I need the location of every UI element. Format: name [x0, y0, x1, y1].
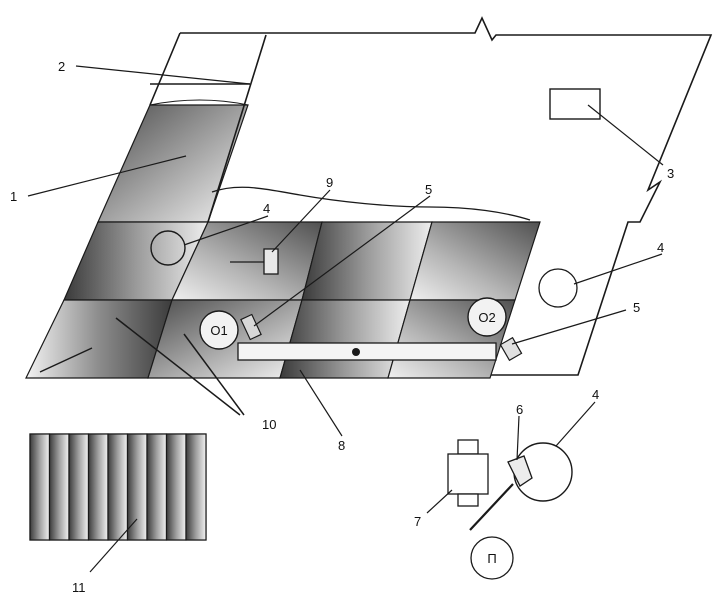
marker-o2: O2	[467, 297, 507, 337]
box-3	[549, 88, 601, 120]
label-4-right: 4	[657, 240, 664, 255]
label-9: 9	[326, 175, 333, 190]
label-2: 2	[58, 59, 65, 74]
wavy-boundary	[211, 186, 531, 221]
sensor-5-right	[499, 336, 523, 362]
circle-4-right	[538, 268, 578, 308]
device-7	[447, 439, 489, 507]
marker-o2-label: O2	[478, 310, 495, 325]
label-5-upper: 5	[425, 182, 432, 197]
label-4-shaft: 4	[263, 201, 270, 216]
leader-lines	[27, 65, 664, 573]
label-5-right: 5	[633, 300, 640, 315]
outer-boundary	[149, 16, 713, 376]
marker-p-label: П	[487, 551, 496, 566]
label-11: 11	[72, 580, 86, 594]
label-7: 7	[414, 514, 421, 529]
marker-o1-label: O1	[210, 323, 227, 338]
label-1: 1	[10, 189, 17, 204]
device-9	[230, 248, 279, 275]
label-8: 8	[338, 438, 345, 453]
inner-diagonals	[39, 317, 245, 416]
upper-shaft-block	[97, 34, 267, 223]
label-4-bottom: 4	[592, 387, 599, 402]
labels: 2 1 3 4 9 5 4 5 10 8 4 6 7 11	[10, 59, 674, 594]
conveyor-bar	[237, 342, 497, 361]
label-3: 3	[667, 166, 674, 181]
label-6: 6	[516, 402, 523, 417]
circle-4-shaft	[150, 230, 186, 266]
marker-p: П	[470, 536, 514, 580]
label-10: 10	[262, 417, 276, 432]
bottom-row	[25, 299, 516, 379]
middle-row	[63, 221, 541, 301]
striped-block-11	[29, 433, 207, 541]
device-6	[469, 455, 533, 531]
marker-o1: O1	[199, 310, 239, 350]
